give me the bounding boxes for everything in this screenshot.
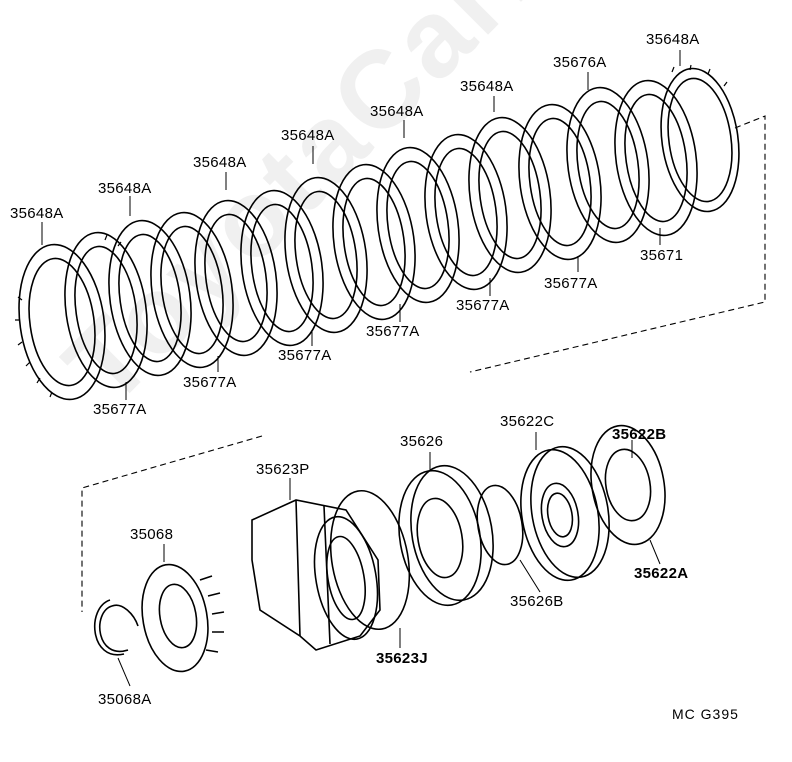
label-35648A-6: 35648A xyxy=(460,78,514,95)
label-35648A-1: 35648A xyxy=(10,205,64,222)
label-35622B: 35622B xyxy=(612,426,667,443)
piston-35622C xyxy=(520,445,610,582)
clutch-disc-35677A-2 xyxy=(150,211,234,369)
label-35677A-1: 35677A xyxy=(93,401,147,418)
label-35648A-5: 35648A xyxy=(370,103,424,120)
clutch-plate-35671 xyxy=(614,79,698,237)
label-35623J: 35623J xyxy=(376,650,428,667)
snap-ring-35068A xyxy=(94,599,139,656)
clutch-plate-35648A-3 xyxy=(194,199,278,357)
spring-retainer-35068 xyxy=(141,563,225,673)
label-35626: 35626 xyxy=(400,433,444,450)
clutch-plate-35648A-back xyxy=(660,67,740,213)
label-35648A-4: 35648A xyxy=(281,127,335,144)
clutch-disc-35677A-4 xyxy=(332,163,416,321)
clutch-disc-35677A-5 xyxy=(424,133,508,291)
label-35626B: 35626B xyxy=(510,593,564,610)
label-35677A-6: 35677A xyxy=(544,275,598,292)
label-35677A-3: 35677A xyxy=(278,347,332,364)
label-35676A: 35676A xyxy=(553,54,607,71)
leader-lines xyxy=(41,50,681,687)
drum-35623P xyxy=(251,499,381,651)
label-35622C: 35622C xyxy=(500,413,555,430)
clutch-plate-35648A-5 xyxy=(376,146,460,304)
clutch-plate-35648A-1 xyxy=(18,243,106,401)
label-35677A-4: 35677A xyxy=(366,323,420,340)
label-35068: 35068 xyxy=(130,526,174,543)
label-35677A-5: 35677A xyxy=(456,297,510,314)
ring-35623J xyxy=(329,489,411,631)
plate-teeth xyxy=(15,64,728,398)
clutch-disc-35677A-1 xyxy=(64,231,148,389)
clutch-plate-35648A-6 xyxy=(468,116,552,274)
label-35671: 35671 xyxy=(640,247,684,264)
clutch-plate-35648A-2 xyxy=(108,219,192,377)
label-35677A-2: 35677A xyxy=(183,374,237,391)
label-35623P: 35623P xyxy=(256,461,310,478)
label-35648A-2: 35648A xyxy=(98,180,152,197)
label-35648A-3: 35648A xyxy=(193,154,247,171)
seal-35626 xyxy=(398,464,494,607)
clutch-plate-35676A xyxy=(566,86,650,244)
diagram-code: MC G395 xyxy=(672,706,739,722)
assembly-dashed-lines xyxy=(81,115,766,612)
label-35622A: 35622A xyxy=(634,565,689,582)
label-35648A-7: 35648A xyxy=(646,31,700,48)
label-35068A: 35068A xyxy=(98,691,152,708)
oring-35626B xyxy=(476,484,524,566)
clutch-plate-35648A-4 xyxy=(284,176,368,334)
clutch-disc-35677A-3 xyxy=(240,189,324,347)
clutch-disc-35677A-6 xyxy=(518,103,602,261)
